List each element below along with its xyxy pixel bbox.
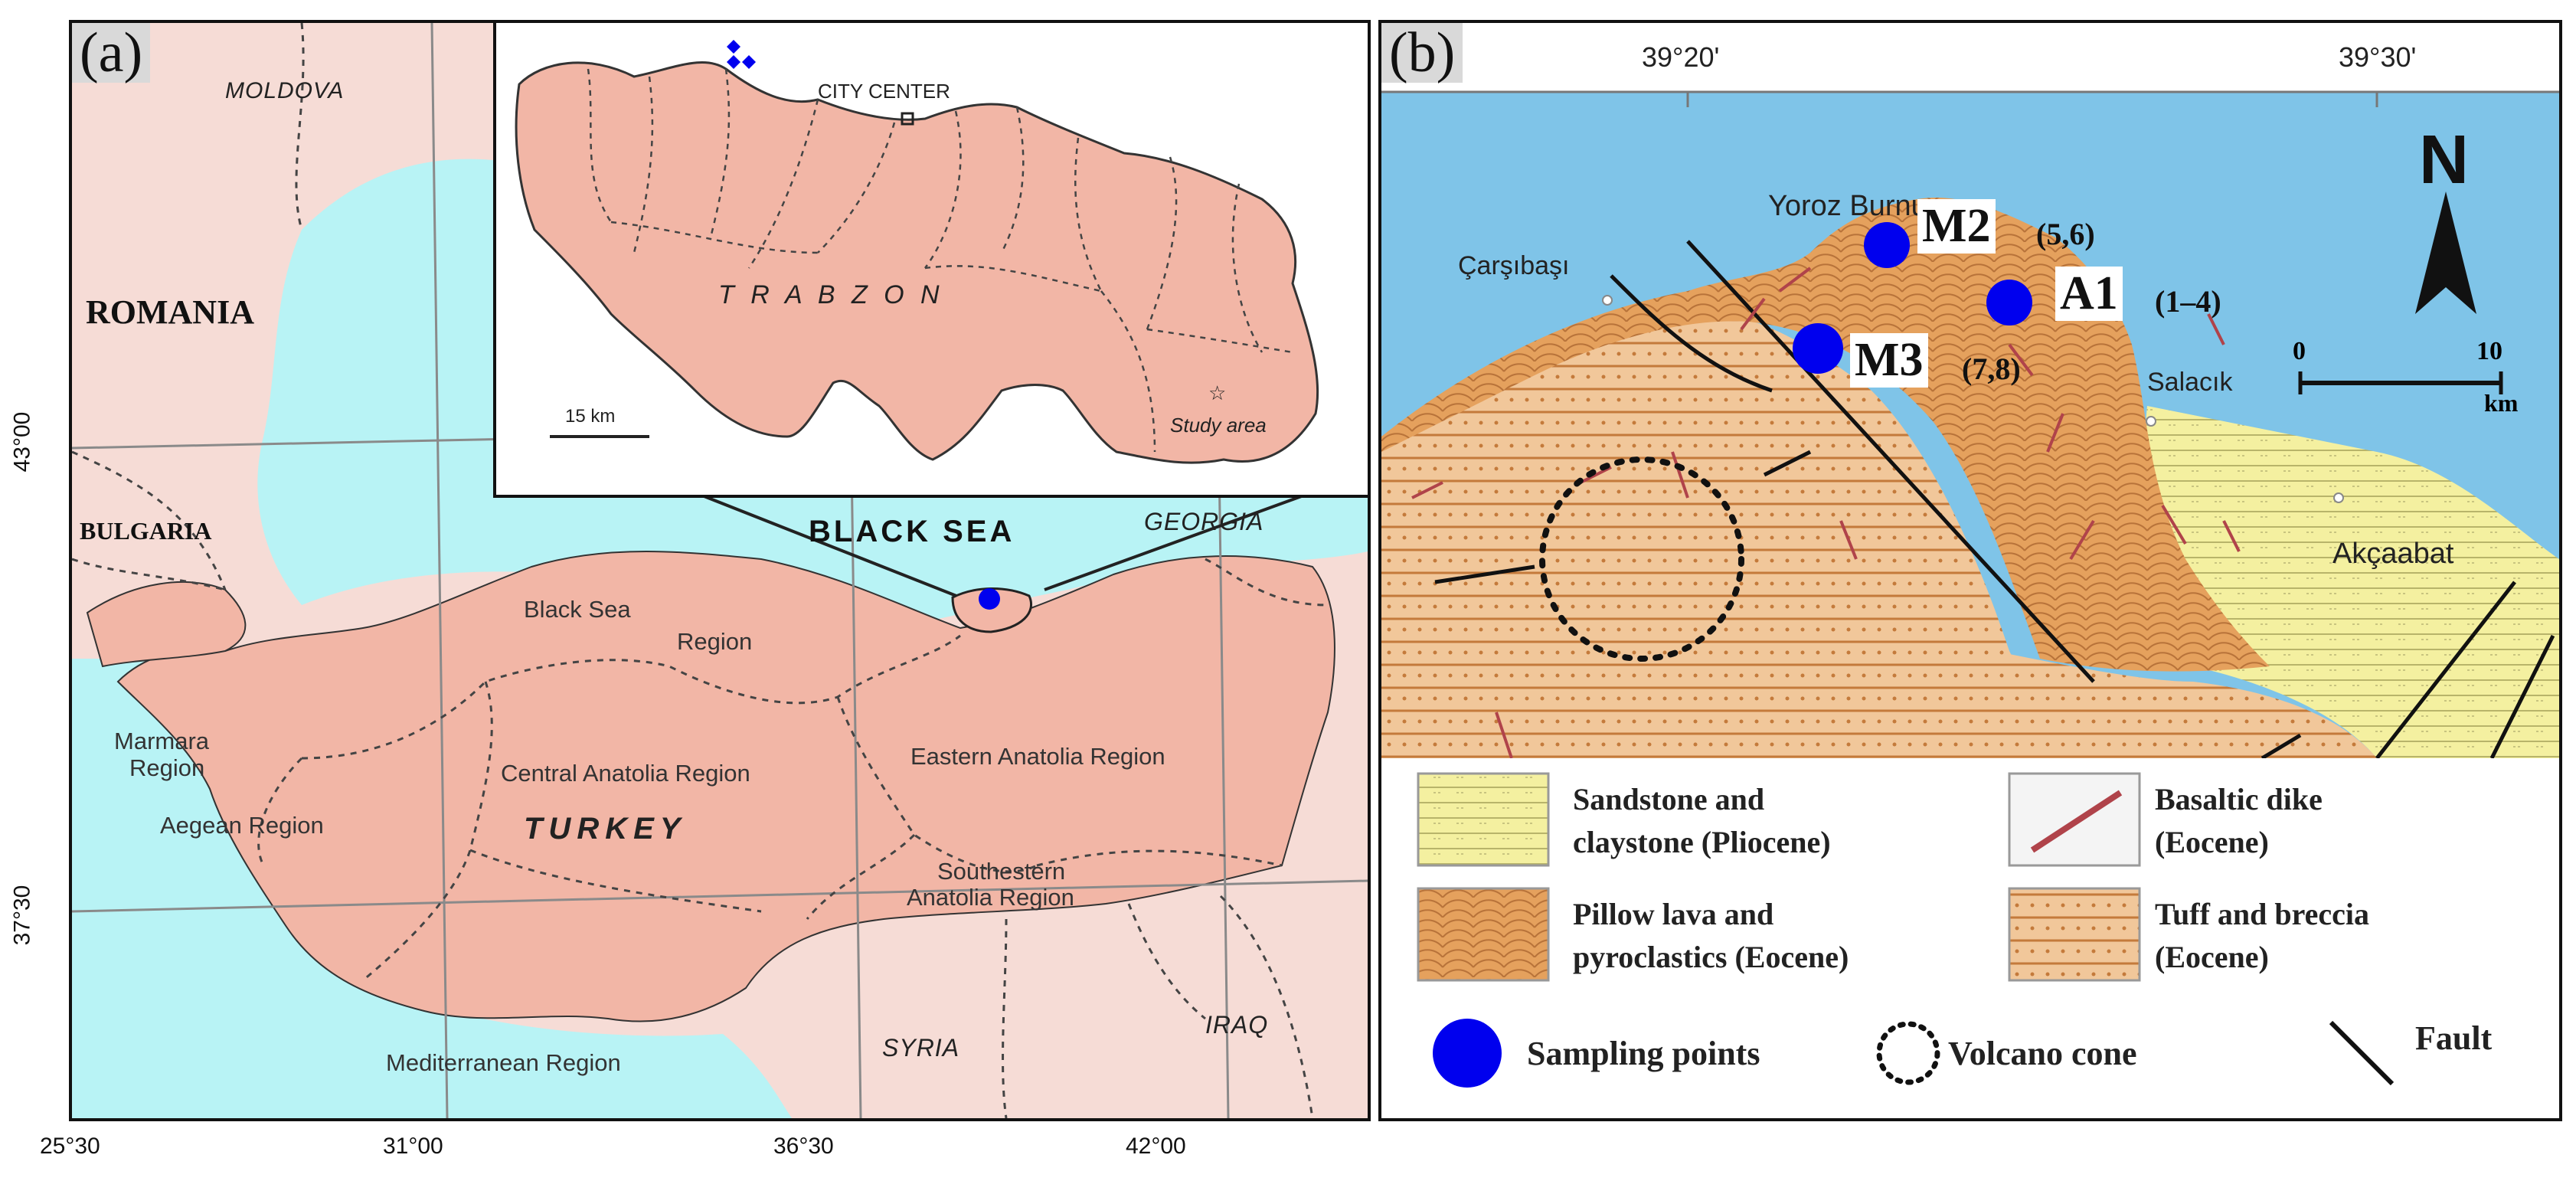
north-arrow-icon [2415, 191, 2476, 314]
lon-tick-b-2: 39°30' [2339, 41, 2417, 73]
legend-sandstone-1: Sandstone and [1573, 782, 1765, 816]
geology-map [1381, 23, 2559, 758]
legend-dike-2: (Eocene) [2155, 825, 2269, 859]
study-area-label: Study area [1170, 414, 1267, 437]
map-panel-b: (b) 39°20' 39°30' N 0 10 km Yoroz Burnu … [1378, 20, 2562, 1121]
region-eastern-anatolia: Eastern Anatolia Region [910, 743, 1165, 770]
sample-marker-a1 [1986, 280, 2032, 326]
sample-m3-id: M3 [1850, 333, 1928, 388]
country-iraq: IRAQ [1205, 1011, 1269, 1039]
legend-volcano-cone-icon [1876, 1021, 1940, 1085]
tuff-breccia-area [1381, 312, 2071, 758]
sample-m2-points: (5,6) [2036, 217, 2095, 251]
region-central-anatolia: Central Anatolia Region [501, 760, 750, 787]
black-sea-label: BLACK SEA [809, 515, 1015, 548]
inset-scale-label: 15 km [565, 406, 616, 427]
legend-sampling-marker [1433, 1019, 1502, 1088]
sandstone-area [2144, 406, 2559, 758]
legend: Sandstone and claystone (Pliocene) Basal… [1381, 758, 2559, 1118]
lon-tick-4: 42°00 [1126, 1134, 1186, 1159]
region-aegean: Aegean Region [160, 812, 324, 839]
lat-tick-2: 37°30 [9, 885, 35, 946]
study-area-star-icon: ☆ [1208, 382, 1226, 405]
city-center-label: CITY CENTER [818, 80, 950, 103]
lon-tick-b-1: 39°20' [1642, 41, 1720, 73]
legend-swatch-sandstone [1417, 772, 1550, 867]
lon-tick-3: 36°30 [773, 1134, 834, 1159]
place-yoroz-burnu: Yoroz Burnu [1768, 190, 1927, 222]
legend-pillow-1: Pillow lava and [1573, 897, 1774, 931]
sample-m2-id: M2 [1917, 199, 1996, 254]
legend-tuff-1: Tuff and breccia [2155, 897, 2370, 931]
legend-tuff-2: (Eocene) [2155, 940, 2269, 974]
lat-tick-1: 43°00 [9, 411, 35, 473]
city-center-marker [901, 112, 914, 126]
inset-sample-markers [727, 40, 756, 69]
legend-swatch-tuff [2008, 887, 2141, 982]
scale-zero: 0 [2293, 337, 2306, 365]
legend-swatches [1417, 772, 2395, 1088]
country-bulgaria: BULGARIA [80, 517, 212, 545]
country-turkey: TURKEY [524, 812, 687, 846]
region-marmara-2: Region [129, 754, 205, 781]
legend-fault: Fault [2415, 1019, 2493, 1057]
trabzon-label: T R A B Z O N [718, 280, 944, 309]
legend-sampling: Sampling points [1527, 1035, 1760, 1072]
country-moldova: MOLDOVA [225, 78, 345, 103]
scale-ten: 10 [2476, 337, 2502, 365]
trabzon-inset: ☆ CITY CENTER T R A B Z O N 15 km Study … [493, 23, 1368, 498]
legend-sandstone-2: claystone (Pliocene) [1573, 825, 1831, 859]
region-southeastern-1: Southestern [937, 858, 1066, 885]
legend-pillow-2: pyroclastics (Eocene) [1573, 940, 1849, 974]
sample-marker-m3 [1793, 323, 1843, 374]
country-romania: ROMANIA [86, 293, 254, 331]
place-carsibasi: Çarşıbaşı [1458, 251, 1570, 280]
sample-a1-points: (1–4) [2155, 284, 2221, 319]
north-label: N [2419, 122, 2469, 198]
region-mediterranean: Mediterranean Region [386, 1049, 621, 1076]
region-black-sea-2: Region [677, 628, 753, 655]
place-salacik: Salacık [2147, 368, 2233, 397]
region-marmara-1: Marmara [114, 728, 210, 754]
region-black-sea-1: Black Sea [524, 596, 631, 623]
trabzon-province [515, 61, 1319, 464]
pillow-lava-area [1381, 198, 2270, 672]
sample-marker-m2 [1864, 222, 1910, 268]
region-southeastern-2: Anatolia Region [907, 884, 1074, 911]
scale-unit: km [2484, 389, 2519, 417]
lon-tick-2: 31°00 [383, 1134, 443, 1159]
legend-dike-1: Basaltic dike [2155, 782, 2323, 816]
panel-a-label: (a) [72, 23, 151, 83]
trabzon-inset-map: ☆ [515, 40, 1319, 464]
aegean-mediterranean-sea [72, 659, 792, 1118]
thrace-land [86, 581, 247, 668]
map-panel-a: (a) MOLDOVA ROMANIA BULGARIA GEORGIA TUR… [69, 20, 1371, 1121]
sample-a1-id: A1 [2055, 267, 2123, 321]
volcano-cone [1539, 456, 1744, 662]
legend-volcano-cone: Volcano cone [1948, 1035, 2137, 1072]
main-fault [1686, 240, 2095, 683]
country-georgia: GEORGIA [1144, 508, 1264, 535]
panel-b-label: (b) [1381, 23, 1463, 83]
study-area-marker [979, 588, 1000, 610]
sample-m3-points: (7,8) [1962, 352, 2021, 386]
legend-fault-icon [2329, 1020, 2395, 1086]
place-akcaabat: Akçaabat [2332, 538, 2454, 570]
country-syria: SYRIA [882, 1034, 960, 1062]
legend-swatch-pillow-lava [1417, 887, 1550, 982]
lon-tick-1: 25°30 [40, 1134, 100, 1159]
